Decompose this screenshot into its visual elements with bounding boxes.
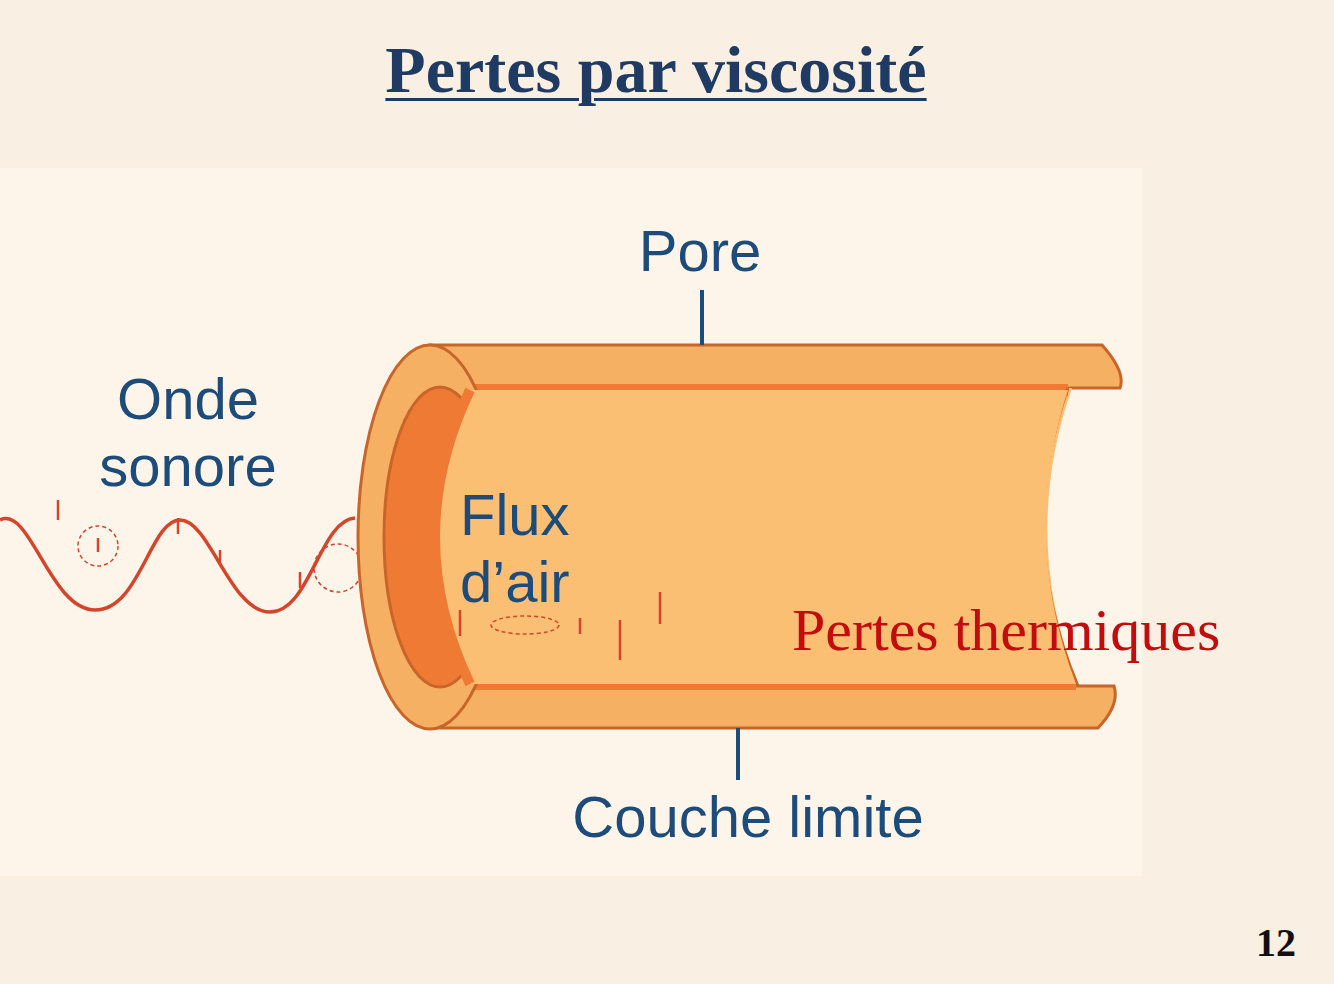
wave-label: Onde sonore xyxy=(38,365,338,499)
slide-title: Pertes par viscosité xyxy=(385,32,926,108)
part-label: Pore xyxy=(639,217,762,284)
loss-label: Pertes thermiques xyxy=(792,596,1220,665)
part-label: Couche limite xyxy=(572,783,923,850)
flow-label: Flux d’air xyxy=(460,481,660,615)
page-number: 12 xyxy=(1256,919,1296,966)
